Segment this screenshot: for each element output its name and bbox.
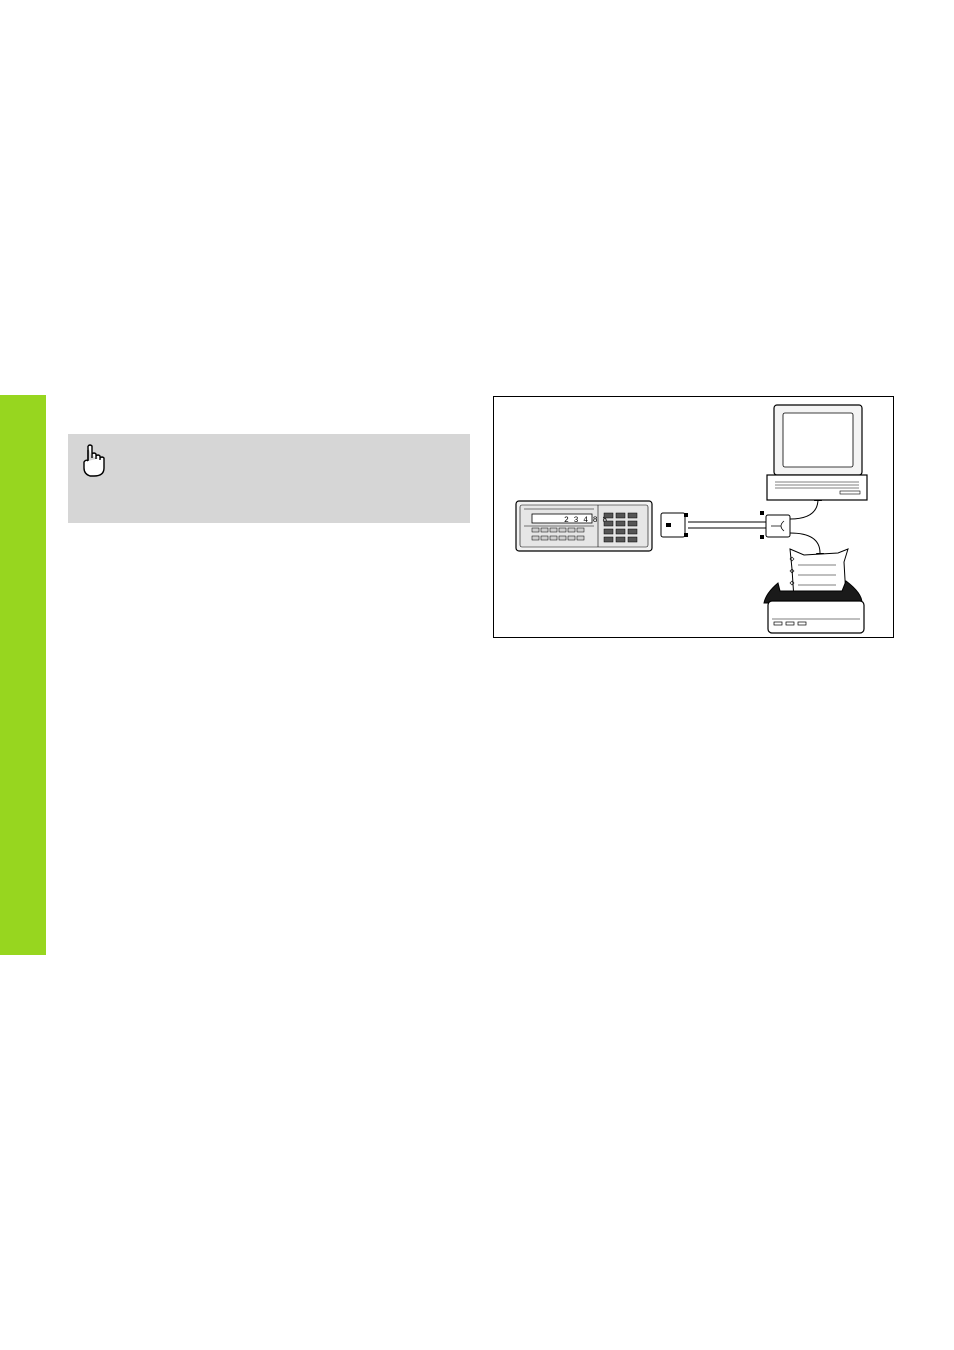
cable-connector-left: [660, 512, 688, 538]
chapter-side-tab: [0, 395, 46, 955]
printer-icon: [763, 548, 865, 634]
cable-connector-right: [760, 511, 791, 539]
connection-diagram: 2 3 4 8 8: [493, 396, 894, 638]
display-readout: 2 3 4 8 8: [564, 516, 607, 525]
connection-diagram-svg: 2 3 4 8 8: [515, 404, 868, 634]
display-unit-icon: 2 3 4 8 8: [515, 500, 653, 552]
pointing-hand-icon: [83, 444, 105, 477]
computer-monitor-icon: [766, 404, 868, 501]
note-box: [68, 434, 470, 523]
